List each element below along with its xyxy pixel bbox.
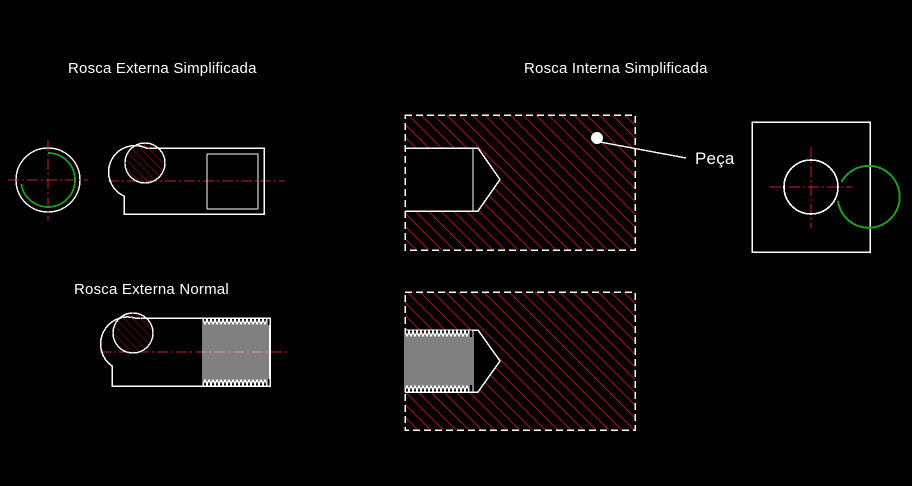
thread-minor-diameter-arc [20, 152, 76, 208]
hole-diameter-circle [783, 159, 839, 215]
section-circle-outline [112, 312, 154, 354]
thread-profile-detail [202, 317, 271, 387]
label-external-normal: Rosca Externa Normal [74, 281, 229, 298]
thread-crest-line [202, 317, 268, 328]
label-internal-simplified: Rosca Interna Simplificada [524, 60, 708, 77]
section-circle-outline [124, 142, 166, 184]
section-circle-hatch-fill [125, 143, 165, 183]
thread-crest-line [404, 382, 470, 393]
view-external-normal-side [99, 312, 290, 387]
view-external-simplified-front-circle [8, 140, 88, 221]
view-internal-simplified-section [404, 114, 687, 251]
view-external-simplified-side [107, 142, 285, 215]
view-internal-normal-section [404, 291, 636, 431]
label-external-simplified: Rosca Externa Simplificada [68, 60, 257, 77]
thread-major-diameter-arc [837, 164, 901, 229]
hole-cavity [405, 148, 500, 211]
block-outline [404, 114, 636, 251]
part-callout-marker-icon [591, 132, 603, 144]
thread-crest-line [202, 376, 268, 387]
thread-profile-detail [404, 329, 472, 393]
part-callout-leader-line [599, 141, 687, 159]
outer-diameter-circle [15, 147, 81, 213]
view-internal-simplified-front-circle [751, 121, 901, 253]
thread-crest-line [404, 329, 470, 340]
label-part-callout: Peça [695, 149, 735, 168]
view-frame [751, 121, 871, 253]
section-circle-hatch-fill [113, 313, 153, 353]
